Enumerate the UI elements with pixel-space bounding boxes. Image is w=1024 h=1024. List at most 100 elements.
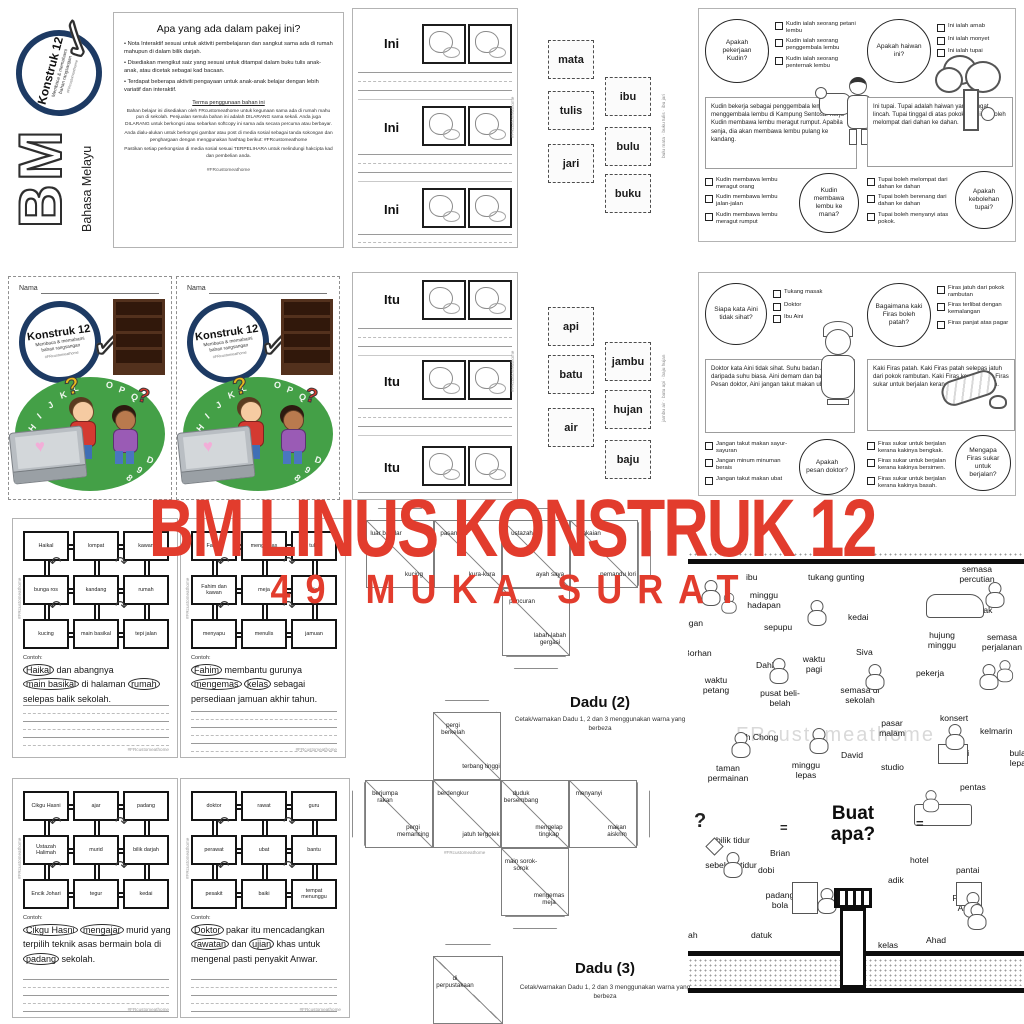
word-card: bulu (605, 127, 651, 166)
brand-column: Konstruk 12 Membaca & memahami bahan ran… (0, 0, 115, 250)
aini-worksheet: Siapa kata Aini tidak sihat? Tukang masa… (698, 272, 1016, 496)
checkbox-icon (937, 24, 945, 32)
illustration-person (922, 790, 941, 814)
watermark: #FRcustomeathome (510, 96, 515, 138)
watermark: #FRcustomeathome (17, 577, 22, 619)
watermark: #FRcustomeathome (295, 747, 337, 752)
option-list: Kudin ialah seorang petani lembu Kudin i… (775, 21, 859, 73)
intro-bullet: • Nota Interaktif sesuai untuk aktiviti … (124, 41, 333, 55)
option-list: Firas sukar untuk berjalan kerana kakiny… (867, 441, 953, 493)
curved-arrow-icon: ↶ (217, 598, 230, 615)
contoh-label: Contoh: (23, 915, 43, 921)
illustration-person (966, 904, 988, 932)
cover-page: Nama Konstruk 12 Membaca & memahami baha… (176, 276, 340, 500)
checkbox-icon (775, 39, 783, 48)
board-cell: rumah (123, 575, 169, 605)
checkbox-option: Kudin membawa lembu meragut orang (705, 177, 793, 191)
board-cell: perawat (191, 835, 237, 865)
board-cell: jamuan (291, 619, 337, 649)
curved-arrow-icon: ↶ (49, 858, 62, 875)
checkbox-icon (867, 212, 875, 221)
checkbox-option: Jangan takut makan sayur-sayuran (705, 441, 793, 455)
checkbox-option: Firas sukar untuk berjalan kerana kakiny… (867, 476, 953, 490)
question-circle: Kudin membawa lembu ke mana? (799, 173, 859, 233)
illustration-kid-2 (277, 405, 309, 471)
boardgame-sheet: #FRcustomeathome doktor rawat guru peraw… (180, 778, 350, 1018)
checkbox-icon (937, 49, 945, 57)
checkbox-icon (705, 195, 713, 204)
boardgame-sheet: #FRcustomeathome Fahim mengemas tulis Fa… (180, 518, 346, 758)
checkbox-option: Tupai boleh menyanyi atas pokok. (867, 212, 955, 226)
itu-row-label: Itu (384, 292, 400, 307)
bahasa-melayu-label: Bahasa Melayu (80, 145, 94, 232)
intro-bullets: • Nota Interaktif sesuai untuk aktiviti … (124, 41, 333, 95)
checkbox-option: Jangan takut makan ubat (705, 476, 793, 485)
example-sentence: Haikal dan abangnya main basikal di hala… (23, 663, 171, 706)
checkbox-option: Jangan minum minuman berais (705, 458, 793, 472)
board-cell: tepi jalan (123, 619, 169, 649)
checkbox-icon (705, 459, 713, 468)
checkbox-icon (867, 459, 875, 468)
word-board: Fahim mengemas tulis Fahim dan kawan mej… (191, 531, 337, 649)
terms-paragraph: Pastikan setiap perkongsian di media sos… (124, 147, 333, 159)
board-cell: kucing (23, 619, 69, 649)
checkbox-icon (705, 178, 713, 186)
word-card: air (548, 408, 594, 447)
board-cell: Cikgu Hasni (23, 791, 69, 821)
option-list: Kudin membawa lembu meragut orang Kudin … (705, 177, 793, 229)
board-cell: menulis (241, 619, 287, 649)
checkbox-option: Firas terlibat dengan kemalangan (937, 302, 1015, 316)
board-cell: Fahim (191, 531, 237, 561)
checkbox-icon (773, 315, 781, 323)
intro-bullet: • Terdapat beberapa aktiviti pengayaan u… (124, 78, 319, 93)
picture-box (468, 188, 512, 228)
checkbox-option: Firas jatuh dari pokok rambutan (937, 285, 1015, 299)
watermark: #FRcustomeathome (444, 850, 486, 855)
checkbox-icon (937, 36, 945, 45)
answer-note: jambu air · batu api · baju hujan (662, 354, 667, 422)
contoh-label: Contoh: (191, 915, 211, 921)
dadu-3-title: Dadu (3) (575, 960, 635, 977)
intro-footer-hashtag: #FRcustomeathome (206, 168, 251, 174)
equals-mark: = (916, 816, 924, 831)
checkbox-icon (937, 320, 945, 329)
word-card: hujan (605, 390, 651, 429)
checkbox-icon (867, 442, 875, 450)
question-circle: Apakah pesan doktor? (799, 439, 855, 495)
itu-row-label: Itu (384, 460, 400, 475)
word-board: doktor rawat guru perawat ubat bantu pes… (191, 791, 337, 909)
illustration-leg-cast (937, 365, 1011, 427)
curved-arrow-icon: ↷ (283, 814, 296, 831)
curved-arrow-icon: ↷ (283, 554, 296, 571)
word-card: jari (548, 144, 594, 183)
board-cell: guru (291, 791, 337, 821)
curved-arrow-icon: ↷ (115, 858, 128, 875)
checkbox-option: Firas panjat atas pagar (937, 320, 1015, 329)
picture-box (468, 360, 512, 400)
word-board: Haikal lompat kawan bunga ros kandang ru… (23, 531, 169, 649)
board-cell: kelas (291, 575, 337, 605)
checkbox-option: Kudin ialah seorang petani lembu (775, 21, 859, 35)
illustration-person (944, 724, 966, 752)
board-cell: lompat (73, 531, 119, 561)
overlay-subtitle: 49 MUKA SURAT (270, 566, 754, 612)
example-sentence: Fahim membantu gurunya mengemas kelas se… (191, 664, 318, 704)
picture-box (422, 280, 466, 320)
option-list: Tukang masak Doktor Ibu Aini (773, 289, 853, 327)
checkbox-option: Firas sukar untuk berjalan kerana kakiny… (867, 441, 953, 455)
itu-row-label: Itu (384, 374, 400, 389)
word-card: buku (605, 174, 651, 213)
boardgame-sheet: #FRcustomeathome Cikgu Hasni ajar padang… (12, 778, 178, 1018)
kudin-worksheet: Apakah pekerjaan Kudin? Kudin ialah seor… (698, 8, 1016, 242)
curved-arrow-icon: ↶ (217, 814, 230, 831)
intro-page: Apa yang ada dalam pakej ini? • Nota Int… (113, 12, 344, 248)
board-cell: kawan (123, 531, 169, 561)
word-card: jambu (605, 342, 651, 381)
